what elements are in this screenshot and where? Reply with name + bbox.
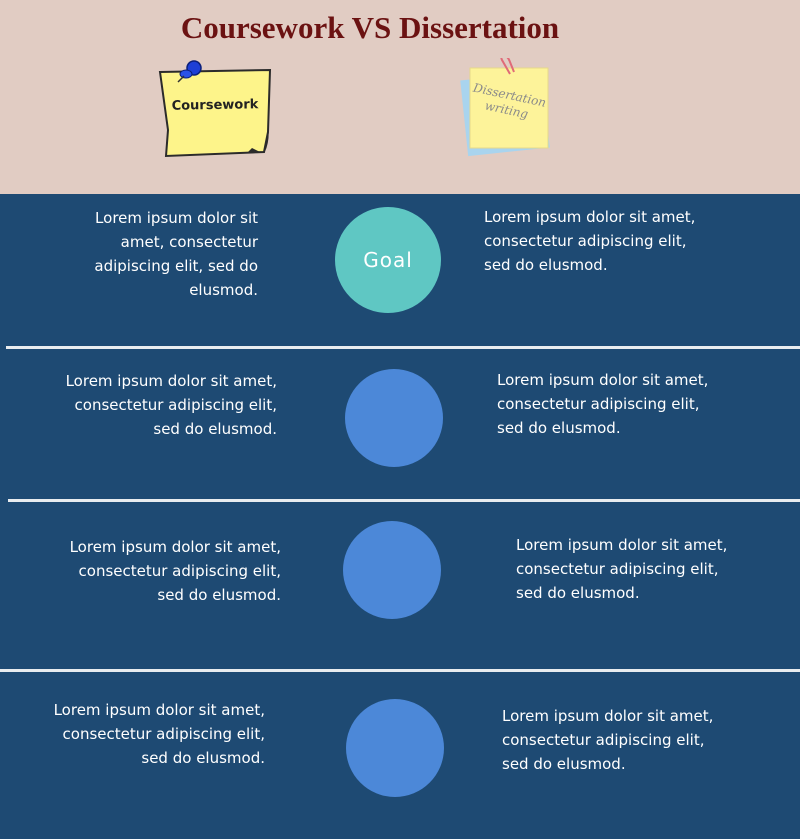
row-2-circle — [345, 369, 443, 467]
row-4-coursework-text: Lorem ipsum dolor sit amet, consectetur … — [53, 701, 265, 767]
row-divider — [0, 669, 800, 672]
comparison-row-4: Lorem ipsum dolor sit amet, consectetur … — [0, 672, 800, 839]
row-4-dissertation-text: Lorem ipsum dolor sit amet, consectetur … — [502, 707, 714, 773]
row-1-coursework-text: Lorem ipsum dolor sit amet, consectetur … — [94, 209, 258, 299]
page-title: Coursework VS Dissertation — [180, 10, 560, 45]
dissertation-note-icon — [460, 58, 550, 157]
goal-label: Goal — [363, 248, 413, 272]
comparison-row-3: Lorem ipsum dolor sit amet, consectetur … — [0, 502, 800, 669]
header: Coursework VS Dissertation Coursework Di… — [0, 0, 800, 194]
row-4-circle — [346, 699, 444, 797]
row-3-circle — [343, 521, 441, 619]
comparison-row-1: Lorem ipsum dolor sit amet, consectetur … — [0, 194, 800, 346]
comparison-row-2: Lorem ipsum dolor sit amet, consectetur … — [0, 349, 800, 499]
coursework-note-icon — [158, 60, 272, 158]
row-3-dissertation-text: Lorem ipsum dolor sit amet, consectetur … — [516, 536, 728, 602]
row-divider — [8, 499, 800, 502]
row-divider — [6, 346, 800, 349]
row-2-coursework-text: Lorem ipsum dolor sit amet, consectetur … — [65, 372, 277, 438]
coursework-note-label: Coursework — [171, 97, 259, 114]
row-2-dissertation-text: Lorem ipsum dolor sit amet, consectetur … — [497, 371, 709, 437]
goal-circle: Goal — [335, 207, 441, 313]
row-1-dissertation-text: Lorem ipsum dolor sit amet, consectetur … — [484, 208, 696, 274]
row-3-coursework-text: Lorem ipsum dolor sit amet, consectetur … — [69, 538, 281, 604]
